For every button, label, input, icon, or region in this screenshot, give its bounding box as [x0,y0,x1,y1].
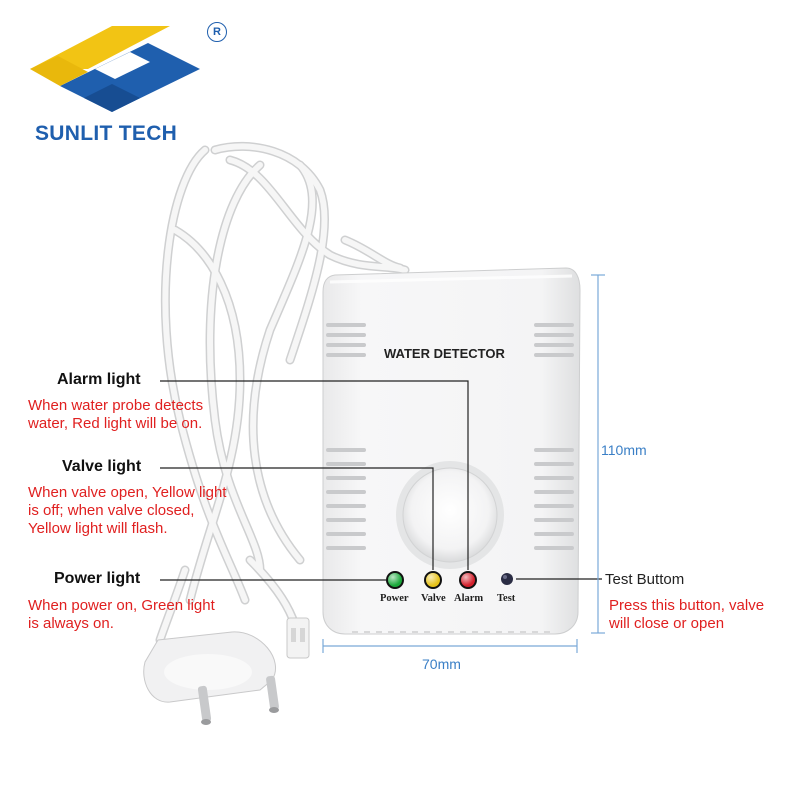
valve-light-heading: Valve light [62,458,142,475]
alarm-light-description: When water probe detects water, Red ligh… [28,397,204,432]
dimension-markers [322,274,605,653]
alarm-leader-line [160,380,469,570]
led-label-test: Test [497,593,516,604]
device-title: WATER DETECTOR [384,346,505,361]
width-dimension-label: 70mm [422,656,461,672]
valve-light-description: When valve open, Yellow light is off; wh… [28,484,227,537]
brand-name: SUNLIT TECH [35,122,178,145]
alarm-light-heading: Alarm light [57,371,141,388]
led-alarm [459,571,477,589]
valve-leader-line [160,467,434,570]
detector-device [322,267,581,635]
test-button-description: Press this button, valve will close or o… [609,597,765,632]
led-label-alarm: Alarm [454,593,484,604]
led-label-power: Power [380,593,409,604]
power-plug [143,631,279,725]
led-valve [424,571,442,589]
brand-logo [30,26,200,112]
power-light-description: When power on, Green light is always on. [28,597,215,632]
height-dimension-label: 110mm [601,442,647,458]
test-button-heading: Test Buttom [605,571,685,588]
probe-connector [286,617,310,659]
test-button [501,573,513,585]
led-power [386,571,404,589]
led-label-valve: Valve [421,593,446,604]
power-light-heading: Power light [54,570,141,587]
registered-trademark-icon: R [207,22,227,42]
callout-leaders [160,380,602,581]
